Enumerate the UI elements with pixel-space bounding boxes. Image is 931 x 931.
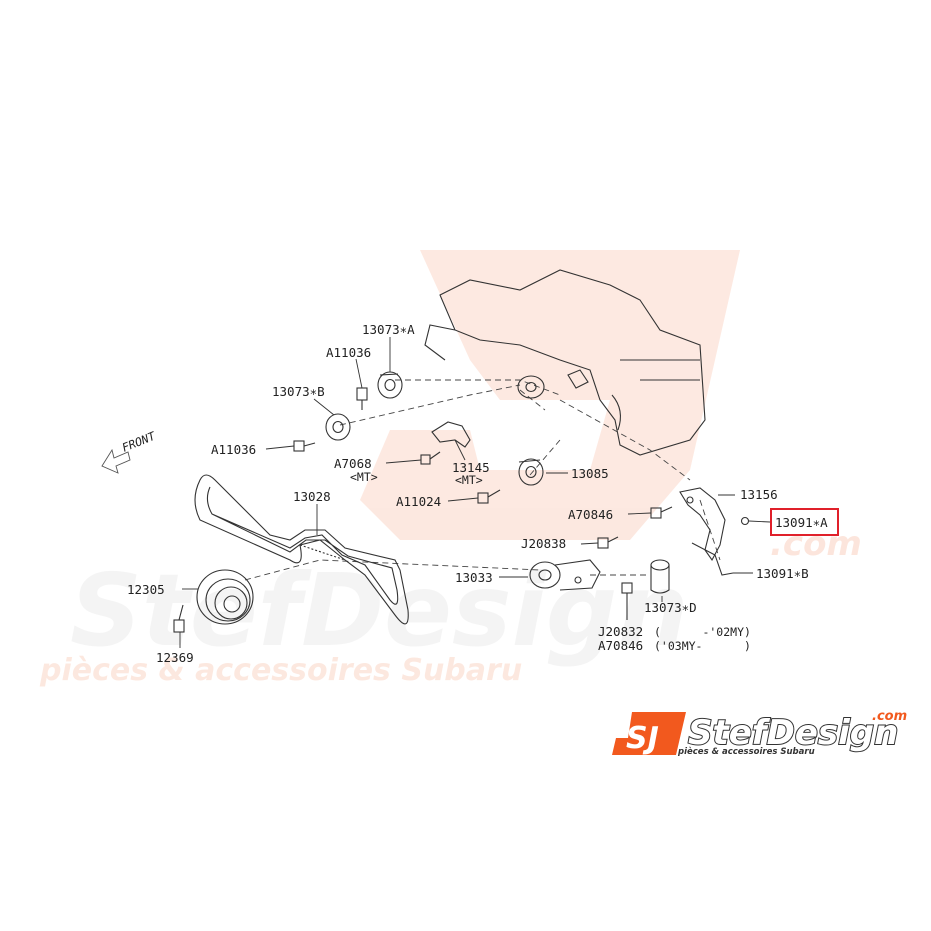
bolt-j20832 <box>621 582 633 620</box>
bolt-13091a <box>740 516 750 526</box>
rod-13091b <box>691 542 734 576</box>
logo-tagline: pièces & accessoires Subaru <box>677 746 815 757</box>
callout-j20832-range: ( -'02MY) <box>654 625 751 639</box>
idler-pulley-13085 <box>518 458 544 486</box>
callout-13073b: 13073∗B <box>272 384 325 399</box>
watermark-tagline: pièces & accessoires Subaru <box>39 653 522 688</box>
callout-13028: 13028 <box>293 489 331 504</box>
watermark-badge-shape <box>360 250 740 540</box>
callout-12305: 12305 <box>127 582 165 597</box>
callout-13091b: 13091∗B <box>756 566 809 581</box>
callout-13145-mt: <MT> <box>455 473 483 487</box>
timing-belt-13028 <box>194 474 409 625</box>
callout-a70846-lower: A70846 <box>598 638 643 653</box>
callout-13085: 13085 <box>571 466 609 481</box>
callout-a11024: A11024 <box>396 494 441 509</box>
callout-a7068: A7068 <box>334 456 372 471</box>
logo-domain: .com <box>872 709 907 724</box>
engine-block <box>424 269 706 456</box>
logo-name: StefDesign <box>688 713 898 753</box>
cover-13145 <box>431 421 471 448</box>
callout-labels: 13073∗A A11036 13073∗B A11036 A7068 <MT>… <box>127 322 839 665</box>
callout-a70846: A70846 <box>568 507 613 522</box>
callout-13091a: 13091∗A <box>775 515 828 530</box>
callout-a11036-upper: A11036 <box>326 345 371 360</box>
callout-13033: 13033 <box>455 570 493 585</box>
callout-a70846-range: ('03MY- ) <box>654 639 751 653</box>
idler-pulley-upper <box>517 369 589 399</box>
idler-pulley-13073a <box>377 371 403 399</box>
callout-13145: 13145 <box>452 460 490 475</box>
callout-13073d: 13073∗D <box>644 600 697 615</box>
leader-lines <box>179 337 771 648</box>
damper-13073d <box>650 559 670 594</box>
callout-a7068-mt: <MT> <box>350 470 378 484</box>
front-arrow: FRONT <box>101 428 158 474</box>
tensioner-13033 <box>529 559 601 591</box>
callout-13073a: 13073∗A <box>362 322 415 337</box>
front-arrow-label: FRONT <box>120 428 158 454</box>
crank-pulley-12305 <box>196 569 254 625</box>
idler-pulley-13073b <box>325 413 351 441</box>
callout-13156: 13156 <box>740 487 778 502</box>
watermark-brand: StefDesign <box>70 552 689 669</box>
callout-j20838: J20838 <box>521 536 566 551</box>
callout-12369: 12369 <box>156 650 194 665</box>
bolt-12369 <box>173 604 185 633</box>
watermark: StefDesign .com pièces & accessoires Sub… <box>39 250 862 688</box>
brand-logo: SJ StefDesign .com pièces & accessoires … <box>612 709 907 757</box>
bolt-a11036-lower <box>293 440 316 452</box>
logo-badge-letters: SJ <box>626 721 659 756</box>
highlight-box-13091a <box>770 508 839 536</box>
logo-badge <box>612 712 686 755</box>
bolt-a7068 <box>420 451 441 465</box>
watermark-domain: .com <box>770 524 862 564</box>
bracket-13156 <box>679 487 726 562</box>
callout-j20832: J20832 <box>598 624 643 639</box>
callout-a11036-lower: A11036 <box>211 442 256 457</box>
bolt-a11036-upper <box>356 387 368 410</box>
